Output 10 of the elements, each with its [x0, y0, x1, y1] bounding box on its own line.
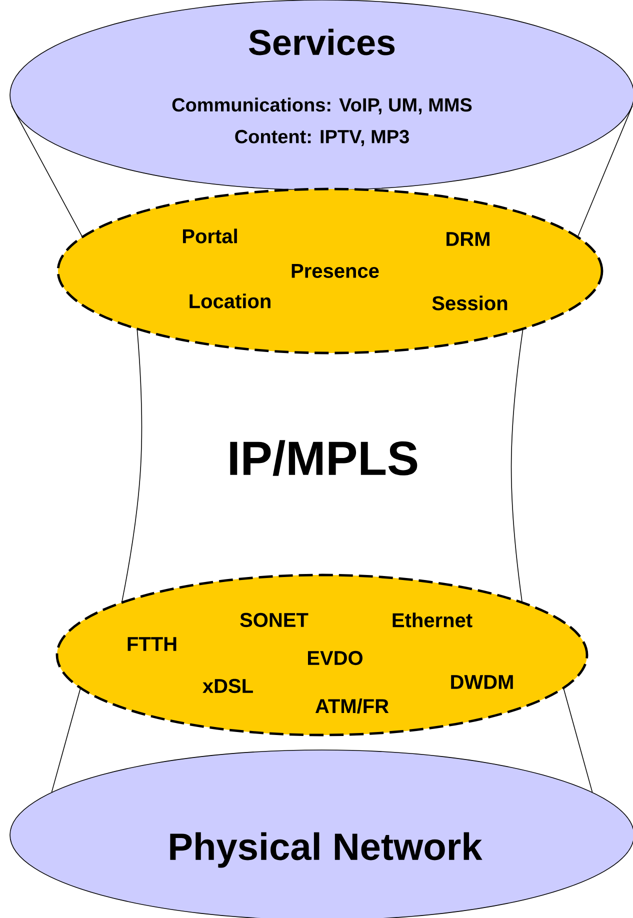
ellipse-layer: Services Communications: VoIP, UM, MMS Content: IPTV, MP3 [10, 0, 633, 190]
ellipse-layer: Portal DRM Presence Location Session [56, 188, 604, 354]
ellipse-layer: Physical Network [10, 750, 633, 918]
connector-line [11, 105, 82, 237]
connector-line [510, 330, 524, 602]
layer-label: IP/MPLS [230, 440, 418, 476]
connector-line [122, 330, 142, 602]
connector-line [51, 688, 81, 793]
connector-line [563, 688, 593, 793]
ellipse-layer: SONET Ethernet FTTH EVDO xDSL DWDM ATM/FR [56, 574, 588, 736]
